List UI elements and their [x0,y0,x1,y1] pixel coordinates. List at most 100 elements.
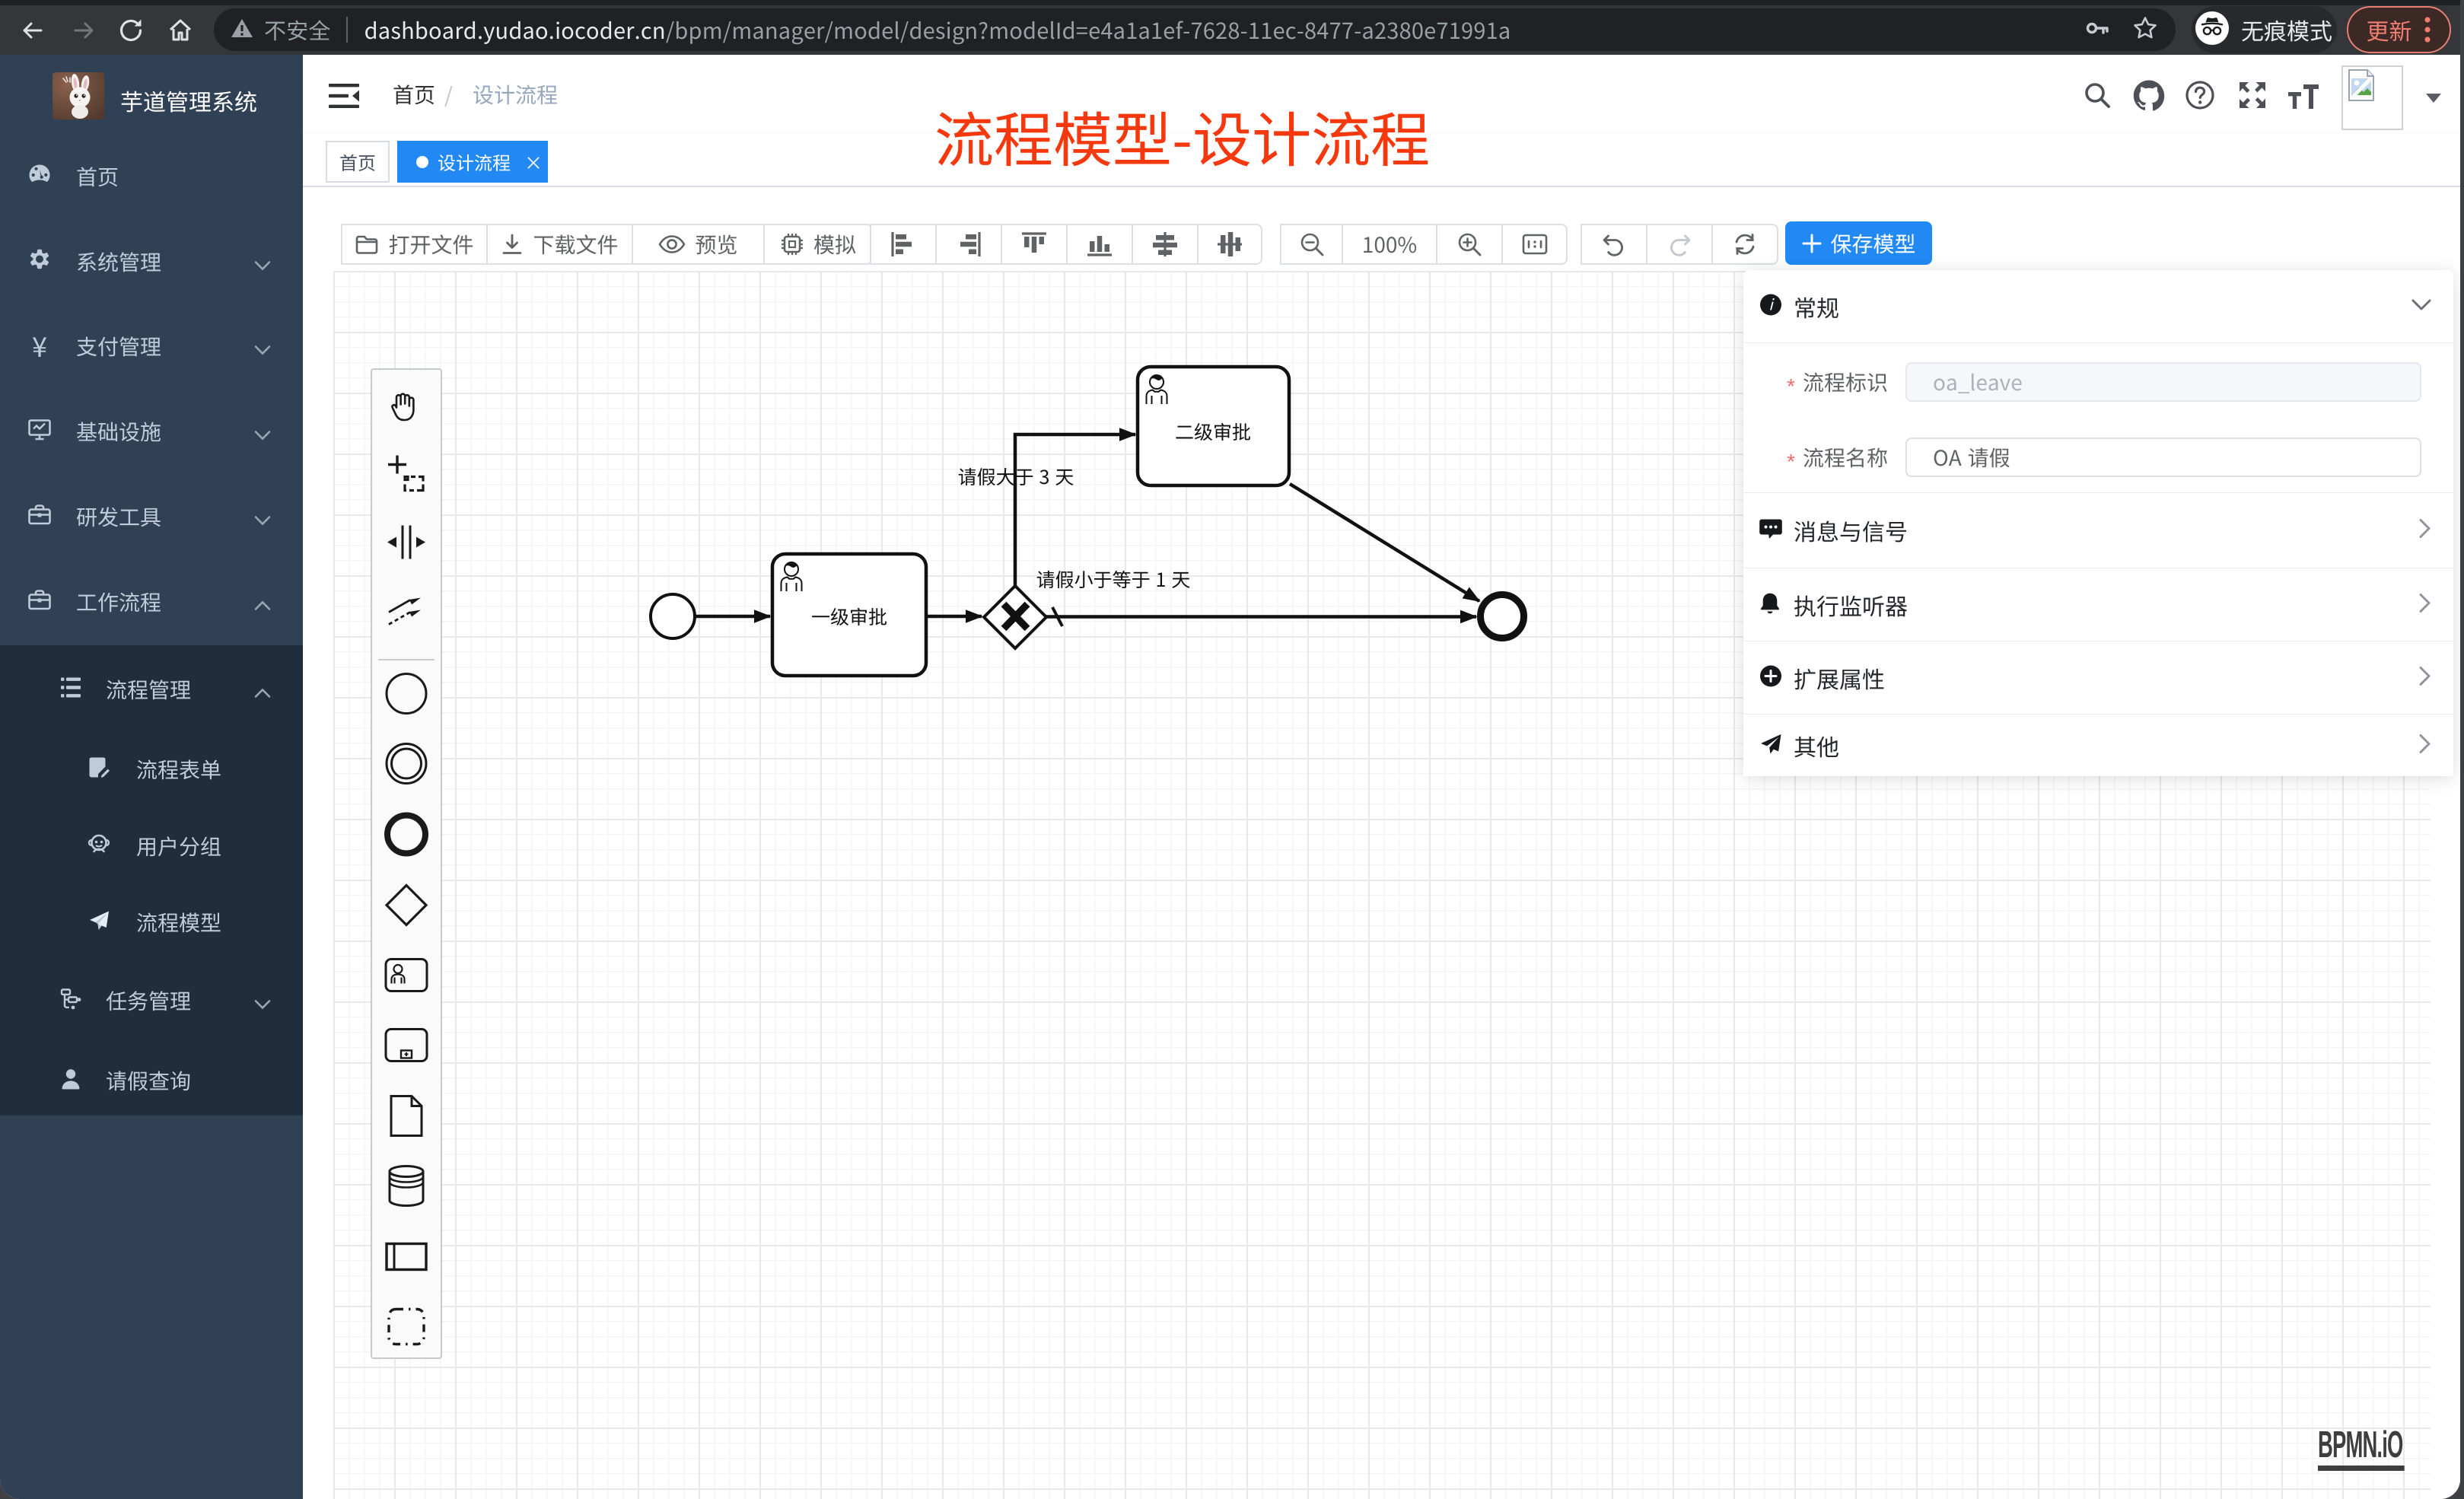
task1-node[interactable] [770,552,928,678]
chevron-down-icon [254,431,271,441]
not-secure-label[interactable]: 不安全 [264,14,331,46]
preview-button[interactable]: 预览 [632,224,763,265]
palette-create-data-object[interactable] [390,1095,423,1141]
align-vcenter-button[interactable] [1132,224,1197,265]
simulate-button[interactable]: 模拟 [763,224,873,265]
align-right-button[interactable] [935,224,1001,265]
send-other-icon [1761,734,1781,754]
zoom-out-button[interactable] [1280,224,1342,265]
sidebar-toggle-hamburger-icon[interactable] [329,83,359,109]
palette-create-participant[interactable] [385,1242,428,1275]
font-size-icon[interactable] [2287,80,2322,110]
panel-section-extended-attributes[interactable]: 扩展属性 [1743,641,2453,714]
sidebar-item-task-management[interactable]: 任务管理 [0,962,303,1039]
align-bottom-button[interactable] [1066,224,1132,265]
sidebar-item-label: 首页 [76,161,119,192]
avatar[interactable] [2341,65,2403,130]
end-event[interactable] [1477,591,1527,641]
tag-active[interactable]: 设计流程 × [397,141,548,183]
panel-section-message-signal[interactable]: 消息与信号 [1743,492,2453,568]
palette-create-gateway[interactable] [384,883,428,931]
palette-create-user-task[interactable] [384,958,428,997]
undo-button[interactable] [1581,224,1646,265]
navbar-fullscreen[interactable] [2236,79,2268,115]
browser-reload-button[interactable] [117,17,145,48]
task2-node[interactable] [1135,364,1291,488]
align-top-icon [1022,232,1046,253]
palette-create-subprocess[interactable] [384,1028,428,1067]
panel-section-general[interactable]: i 常规 [1743,270,2453,342]
navbar-search[interactable] [2083,81,2112,113]
bpmn-io-watermark[interactable]: BPMN.iO [2318,1426,2405,1472]
process-name-input[interactable]: OA 请假 [1905,438,2421,477]
palette-create-start-event[interactable] [384,672,428,720]
sidebar-item-home[interactable]: 首页 [0,138,303,215]
palette-lasso-tool[interactable] [387,454,426,498]
sidebar-item-leave-query[interactable]: 请假查询 [0,1042,303,1119]
required-star: * [1787,445,1795,476]
palette-global-connect-tool[interactable] [386,593,427,633]
zoom-level-button[interactable]: 100% [1342,224,1436,265]
start-event[interactable] [649,593,696,640]
palette-create-group[interactable] [387,1307,425,1350]
zoom-reset-button[interactable] [1501,224,1568,265]
help-icon[interactable] [2185,80,2215,110]
message-chat-icon [1759,519,1782,539]
navbar-font-size[interactable] [2287,80,2322,114]
open-file-button[interactable]: 打开文件 [341,224,486,265]
redo-button[interactable] [1646,224,1711,265]
align-hcenter-button[interactable] [1197,224,1262,265]
align-top-button[interactable] [1001,224,1066,265]
save-model-button[interactable]: 保存模型 [1785,221,1932,265]
palette-space-tool[interactable] [386,523,427,566]
sidebar-item-process-form[interactable]: 流程表单 [0,730,303,808]
refresh-button[interactable] [1711,224,1778,265]
fullscreen-icon[interactable] [2236,79,2268,111]
panel-section-other[interactable]: 其他 [1743,714,2453,776]
sidebar-item-payment-management[interactable]: ¥ 支付管理 [0,307,303,385]
tag-close-icon[interactable]: × [524,148,543,175]
sidebar-item-workflow[interactable]: 工作流程 [0,563,303,641]
tag-home[interactable]: 首页 [326,141,390,183]
address-bar[interactable]: 不安全 dashboard.yudao.iocoder.cn/bpm/manag… [214,8,2176,51]
sidebar-item-infrastructure[interactable]: 基础设施 [0,393,303,470]
palette-create-intermediate-event[interactable] [384,742,428,790]
panel-section-execution-listener[interactable]: 执行监听器 [1743,568,2453,641]
sidebar-item-user-group[interactable]: 用户分组 [0,807,303,885]
menu-kebab-icon[interactable] [2423,14,2432,45]
zoom-in-button[interactable] [1436,224,1501,265]
palette-create-data-store[interactable] [387,1165,426,1211]
avatar-dropdown[interactable] [2424,90,2443,108]
sidebar-item-process-management[interactable]: 流程管理 [0,651,303,728]
incognito-label: 无痕模式 [2241,13,2332,46]
app-logo[interactable] [53,72,104,123]
palette-create-end-event[interactable] [384,812,428,861]
github-icon[interactable] [2133,79,2165,111]
browser-home-button[interactable] [167,17,194,48]
align-left-button[interactable] [870,224,935,265]
navbar-help[interactable] [2185,80,2215,114]
download-file-button[interactable]: 下载文件 [486,224,632,265]
key-icon[interactable] [2084,15,2110,41]
sidebar-item-dev-tools[interactable]: 研发工具 [0,478,303,555]
palette-hand-tool[interactable] [387,387,425,428]
chevron-down-icon [254,345,271,355]
bookmark-star-icon[interactable] [2131,14,2159,42]
back-icon [23,22,43,39]
browser-forward-button[interactable] [71,18,97,47]
breadcrumb-home[interactable]: 首页 [393,79,436,110]
home-icon [169,19,192,41]
sidebar: 芋道管理系统 首页 系统管理 ¥ 支付管理 基础设施 研发工具 工作流程 流程管… [0,55,303,1499]
browser-update-button[interactable]: 更新 [2347,6,2451,53]
process-id-input[interactable]: oa_leave [1905,362,2421,402]
zoom-in-icon [1458,233,1482,256]
avatar-caret-down-icon[interactable] [2424,92,2443,104]
browser-back-button[interactable] [20,18,46,47]
sidebar-item-system-management[interactable]: 系统管理 [0,223,303,301]
navbar-github[interactable] [2133,79,2165,115]
sidebar-item-process-model[interactable]: 流程模型 [0,883,303,961]
bpmn-palette [371,368,442,1359]
plus-icon [1802,234,1822,253]
search-icon[interactable] [2083,81,2112,110]
gateway-node[interactable] [982,584,1049,651]
